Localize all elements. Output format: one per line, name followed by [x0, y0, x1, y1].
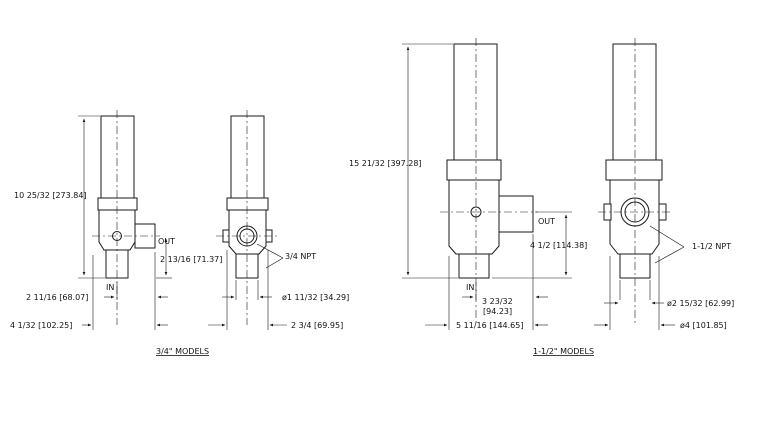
- right-side-view: [598, 38, 672, 325]
- left-in-offset-dim: 2 11/16 [68.07]: [26, 293, 88, 302]
- left-front-view: [92, 110, 160, 325]
- right-in-label: IN: [466, 283, 474, 292]
- right-caption: 1-1/2" MODELS: [533, 347, 594, 356]
- left-dimensions: [78, 115, 287, 330]
- right-labels: 15 21/32 [397.28] OUT 4 1/2 [114.38] 1-1…: [349, 159, 734, 356]
- left-height-dim: 10 25/32 [273.84]: [14, 191, 87, 200]
- right-front-view: [440, 38, 538, 325]
- right-side-width-dim: ø4 [101.85]: [680, 321, 727, 330]
- left-overall-width-dim: 4 1/32 [102.25]: [10, 321, 72, 330]
- right-in-offset-dim-line1: 3 23/32: [482, 297, 513, 306]
- left-npt-label: 3/4 NPT: [285, 252, 316, 261]
- left-side-dia-dim: ø1 11/32 [34.29]: [282, 293, 349, 302]
- left-out-height-dim: 2 13/16 [71.37]: [160, 255, 222, 264]
- left-labels: 10 25/32 [273.84] OUT 2 13/16 [71.37] 3/…: [10, 191, 349, 356]
- right-in-offset-dim-line2: [94.23]: [483, 307, 512, 316]
- right-dimensions: [402, 43, 685, 330]
- left-side-width-dim: 2 3/4 [69.95]: [291, 321, 343, 330]
- right-overall-width-dim: 5 11/16 [144.65]: [456, 321, 523, 330]
- right-height-dim: 15 21/32 [397.28]: [349, 159, 422, 168]
- left-caption: 3/4" MODELS: [156, 347, 209, 356]
- right-side-dia-dim: ø2 15/32 [62.99]: [667, 299, 734, 308]
- right-out-label: OUT: [538, 217, 555, 226]
- left-out-label: OUT: [158, 237, 175, 246]
- left-in-label: IN: [106, 283, 114, 292]
- right-out-height-dim: 4 1/2 [114.38]: [530, 241, 587, 250]
- right-npt-label: 1-1/2 NPT: [692, 242, 731, 251]
- left-side-view: [216, 110, 280, 325]
